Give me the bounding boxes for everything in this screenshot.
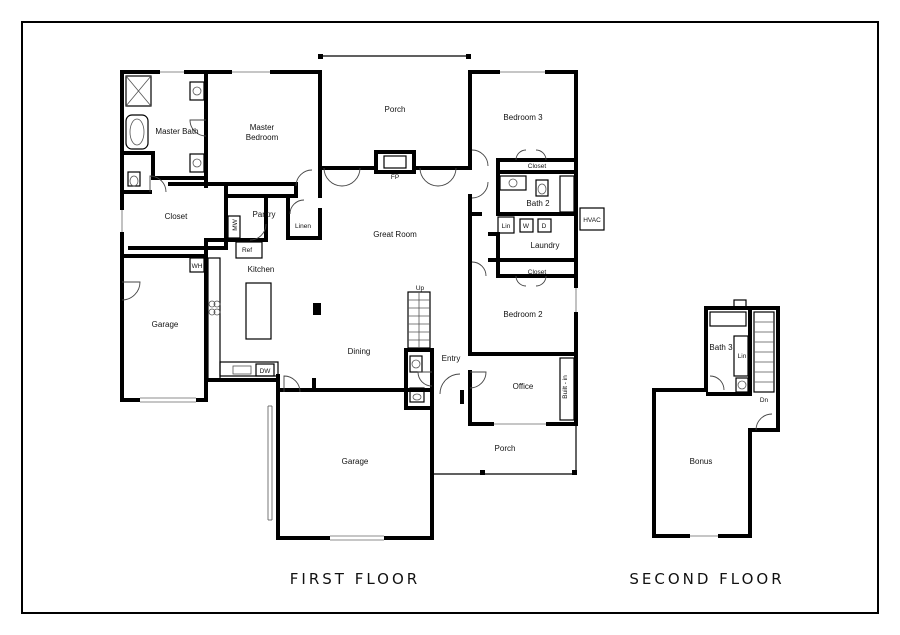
label-dw: DW (260, 368, 272, 375)
label-closet-b2: Closet (528, 269, 547, 276)
label-fp: FP (391, 174, 399, 181)
label-master-bedroom-line1: Master (250, 123, 275, 132)
kitchen-area (204, 194, 322, 392)
label-garage-main: Garage (342, 457, 369, 466)
label-dn: Dn (760, 397, 769, 404)
page-border (21, 21, 879, 614)
label-ref: Ref (242, 247, 252, 254)
label-linen: Linen (295, 223, 311, 230)
label-bath-3: Bath 3 (709, 343, 733, 352)
label-great-room: Great Room (373, 230, 417, 239)
rear-porch (318, 54, 472, 187)
second-floor-title: SECOND FLOOR (629, 570, 784, 588)
label-hvac: HVAC (583, 217, 601, 224)
label-master-bath: Master Bath (155, 127, 198, 136)
label-porch-front: Porch (495, 444, 516, 453)
label-office: Office (513, 382, 534, 391)
label-up: Up (416, 285, 425, 292)
label-closet-b3: Closet (528, 163, 547, 170)
label-dryer: D (542, 223, 547, 230)
label-porch-rear: Porch (385, 105, 406, 114)
master-suite (120, 70, 322, 402)
label-bonus: Bonus (690, 457, 713, 466)
label-entry: Entry (442, 354, 461, 363)
label-built-in: Built - in (562, 375, 569, 399)
label-wh: WH (192, 263, 203, 270)
label-kitchen: Kitchen (248, 265, 275, 274)
label-bedroom-3: Bedroom 3 (503, 113, 543, 122)
label-bath-2: Bath 2 (526, 199, 550, 208)
label-washer: W (523, 223, 530, 230)
label-dining: Dining (348, 347, 371, 356)
label-master-bedroom-line2: Bedroom (246, 133, 279, 142)
room-labels: Master Bath Master Bedroom Closet Porch … (152, 105, 784, 588)
second-floor-plan (652, 299, 780, 538)
label-lin-first: Lin (502, 223, 511, 230)
label-closet-master: Closet (165, 212, 188, 221)
label-laundry: Laundry (531, 241, 560, 250)
label-bedroom-2: Bedroom 2 (503, 310, 543, 319)
label-mw: MW (232, 218, 239, 230)
first-floor-title: FIRST FLOOR (290, 570, 420, 588)
main-garage (267, 375, 434, 541)
first-floor-plan (120, 54, 605, 541)
label-garage-left: Garage (152, 320, 179, 329)
right-wing (468, 70, 605, 426)
label-pantry: Pantry (252, 210, 275, 219)
label-lin-second: Lin (738, 353, 747, 360)
front-porch (432, 424, 577, 475)
left-garage (120, 238, 208, 403)
